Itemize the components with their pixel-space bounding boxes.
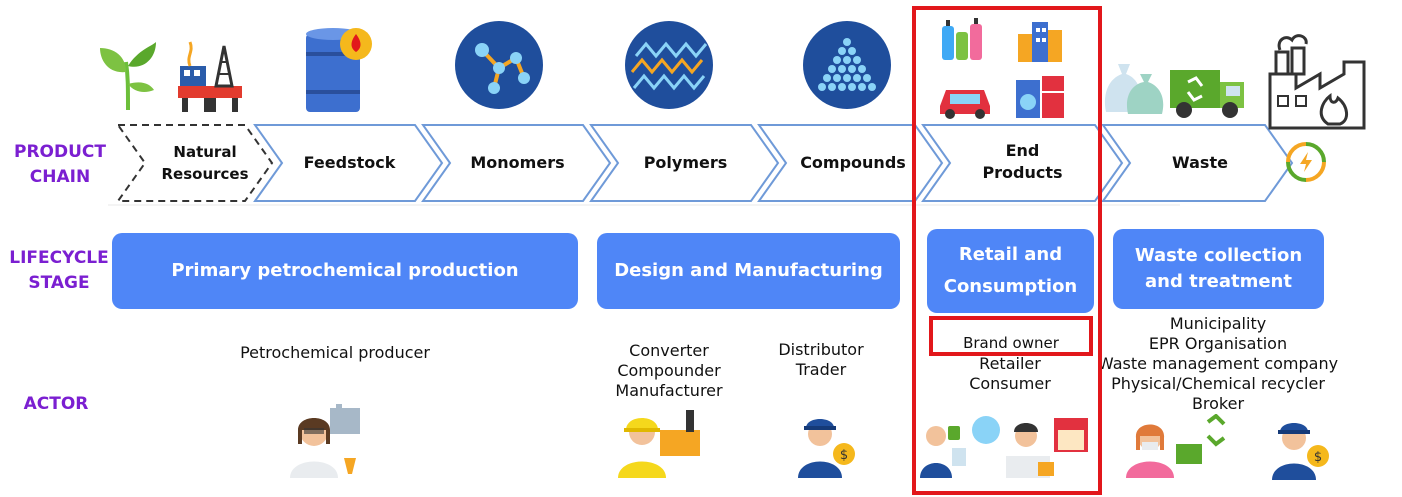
chevron-polymers bbox=[589, 124, 780, 202]
monomer-molecule-icon bbox=[455, 21, 543, 109]
chevron-natural-resources bbox=[116, 124, 274, 202]
stage-design-and-manufacturing: Design and Manufacturing bbox=[597, 233, 900, 309]
incineration-factory-icon bbox=[1268, 34, 1366, 130]
city-buildings-icon bbox=[1018, 22, 1062, 62]
stage-primary-petrochemical-production: Primary petrochemical production bbox=[112, 233, 578, 309]
brand-owner-highlight-box bbox=[929, 316, 1093, 356]
waste-worker-icon bbox=[1126, 414, 1226, 478]
brand-owner-background bbox=[930, 318, 1092, 356]
plant-icon bbox=[100, 42, 156, 111]
broker-person-icon: $ bbox=[1272, 423, 1329, 480]
chevron-label-natural-resources: Natural Resources bbox=[161, 143, 249, 183]
end-products-highlight-box bbox=[912, 6, 1102, 495]
car-icon bbox=[940, 90, 990, 119]
actor-retailer-consumer: Retailer Consumer bbox=[969, 354, 1051, 393]
actor-distributor-trader: Distributor Trader bbox=[778, 340, 864, 379]
chevron-label-monomers: Monomers bbox=[470, 153, 565, 172]
actor-petrochemical-producer: Petrochemical producer bbox=[240, 343, 430, 362]
chevron-label-polymers: Polymers bbox=[643, 153, 728, 172]
row-label-actor: ACTOR bbox=[23, 394, 89, 414]
stage-retail-and-consumption: Retail and Consumption bbox=[927, 229, 1094, 313]
recycle-energy-icon bbox=[1286, 142, 1326, 182]
chevron-feedstock bbox=[253, 124, 444, 202]
chevron-label-waste: Waste bbox=[1172, 153, 1228, 172]
chevron-waste bbox=[1101, 124, 1294, 202]
actor-waste-stakeholders: Municipality EPR Organisation Waste mana… bbox=[1097, 314, 1339, 413]
row-label-lifecycle-stage: LIFECYCLE STAGE bbox=[9, 248, 109, 293]
factory-worker-icon bbox=[618, 410, 700, 478]
oil-barrel-icon bbox=[306, 28, 372, 112]
chevron-end-products bbox=[921, 124, 1124, 202]
bottles-icon bbox=[942, 18, 982, 60]
actor-converter-compounder-manufacturer: Converter Compounder Manufacturer bbox=[615, 341, 723, 400]
garbage-bags-icon bbox=[1104, 64, 1164, 114]
compound-pyramid-icon bbox=[803, 21, 891, 109]
retail-consumer-group-icon bbox=[920, 416, 1088, 478]
oil-rig-icon bbox=[178, 41, 242, 112]
polymer-chain-icon bbox=[625, 21, 713, 109]
scientist-person-icon bbox=[290, 404, 360, 478]
chevron-label-compounds: Compounds bbox=[800, 153, 906, 172]
actor-brand-owner: Brand owner bbox=[963, 334, 1059, 352]
svg-text:$: $ bbox=[1314, 450, 1322, 465]
stage-waste-collection-and-treatment: Waste collection and treatment bbox=[1113, 229, 1324, 309]
chevron-label-end-products: End Products bbox=[982, 141, 1063, 182]
appliances-icon bbox=[1016, 76, 1064, 118]
svg-text:$: $ bbox=[840, 448, 848, 463]
chevron-monomers bbox=[421, 124, 612, 202]
chevron-label-feedstock: Feedstock bbox=[303, 153, 396, 172]
row-label-product-chain: PRODUCT CHAIN bbox=[14, 142, 106, 187]
recycling-truck-icon bbox=[1170, 70, 1244, 118]
trader-person-icon: $ bbox=[798, 419, 855, 478]
